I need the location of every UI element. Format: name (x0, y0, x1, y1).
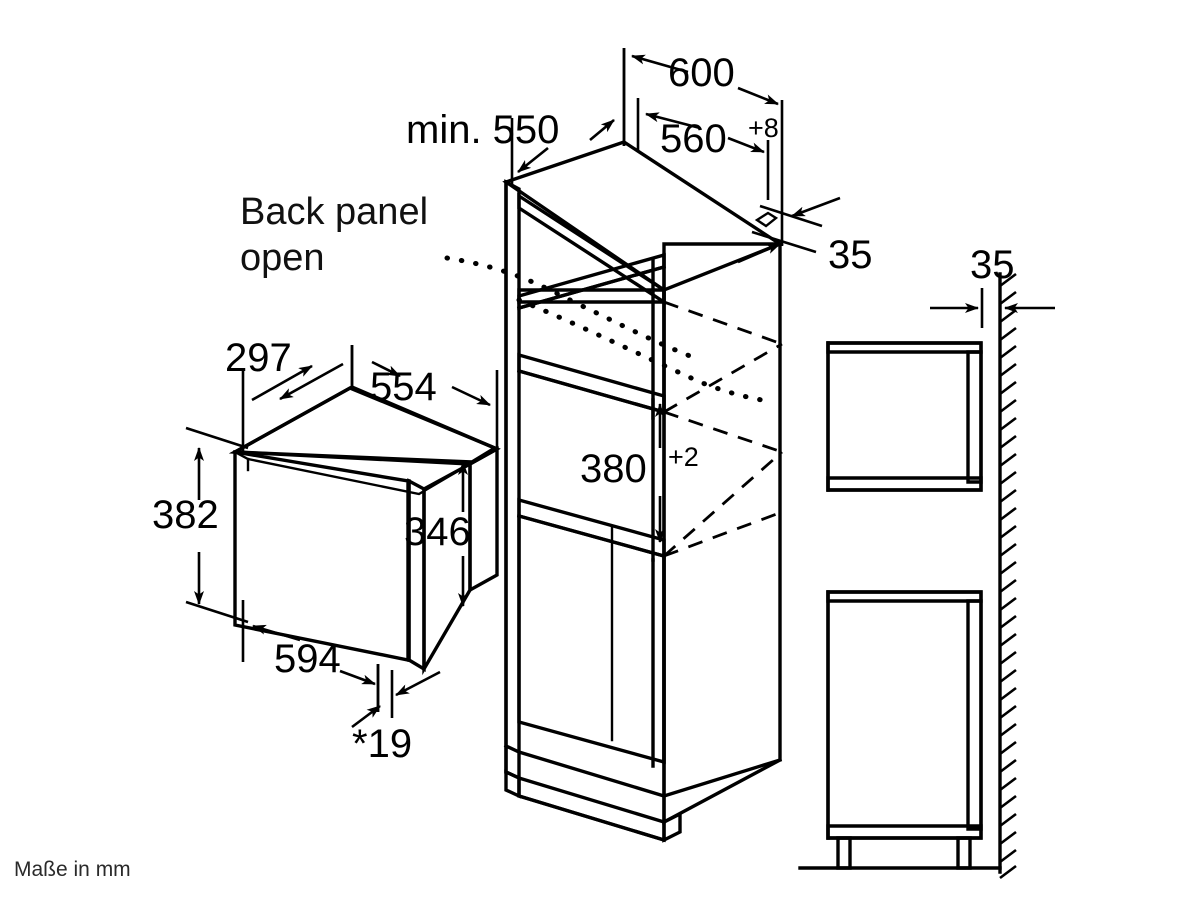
wall-hatched (998, 272, 1017, 880)
dim-label-35-wall: 35 (970, 243, 1015, 287)
dim-19 (351, 664, 441, 729)
back-panel-leader-dots (444, 255, 765, 403)
dim-label-380-tolerance: +2 (668, 442, 699, 472)
cabinet-niche-isometric (502, 140, 784, 843)
dim-label-297: 297 (225, 336, 292, 380)
back-panel-note-line1: Back panel (240, 191, 428, 233)
dim-label-380: 380 (580, 447, 647, 491)
dim-554 (350, 345, 499, 452)
niche-hidden-edges (663, 300, 783, 558)
microwave-appliance-isometric (228, 385, 501, 676)
dim-label-560: 560 (660, 117, 727, 161)
dim-label-600: 600 (668, 51, 735, 95)
dim-label-19: *19 (352, 722, 412, 766)
dim-label-346: 346 (404, 510, 471, 554)
unit-note: Maße in mm (14, 858, 131, 881)
dim-label-min-550: min. 550 (406, 108, 559, 152)
dim-35-top (737, 196, 841, 264)
dim-label-554: 554 (370, 365, 437, 409)
dim-label-594: 594 (274, 637, 341, 681)
dim-382 (185, 426, 249, 624)
dim-label-382: 382 (152, 493, 219, 537)
cabinet-side-elevation (798, 341, 1002, 870)
back-panel-note-line2: open (240, 237, 325, 279)
dim-label-560-tolerance: +8 (748, 113, 779, 143)
dim-560 (636, 98, 770, 200)
dim-35-wall (930, 288, 1055, 328)
dim-600 (622, 48, 784, 246)
dim-label-35-top: 35 (828, 233, 873, 277)
